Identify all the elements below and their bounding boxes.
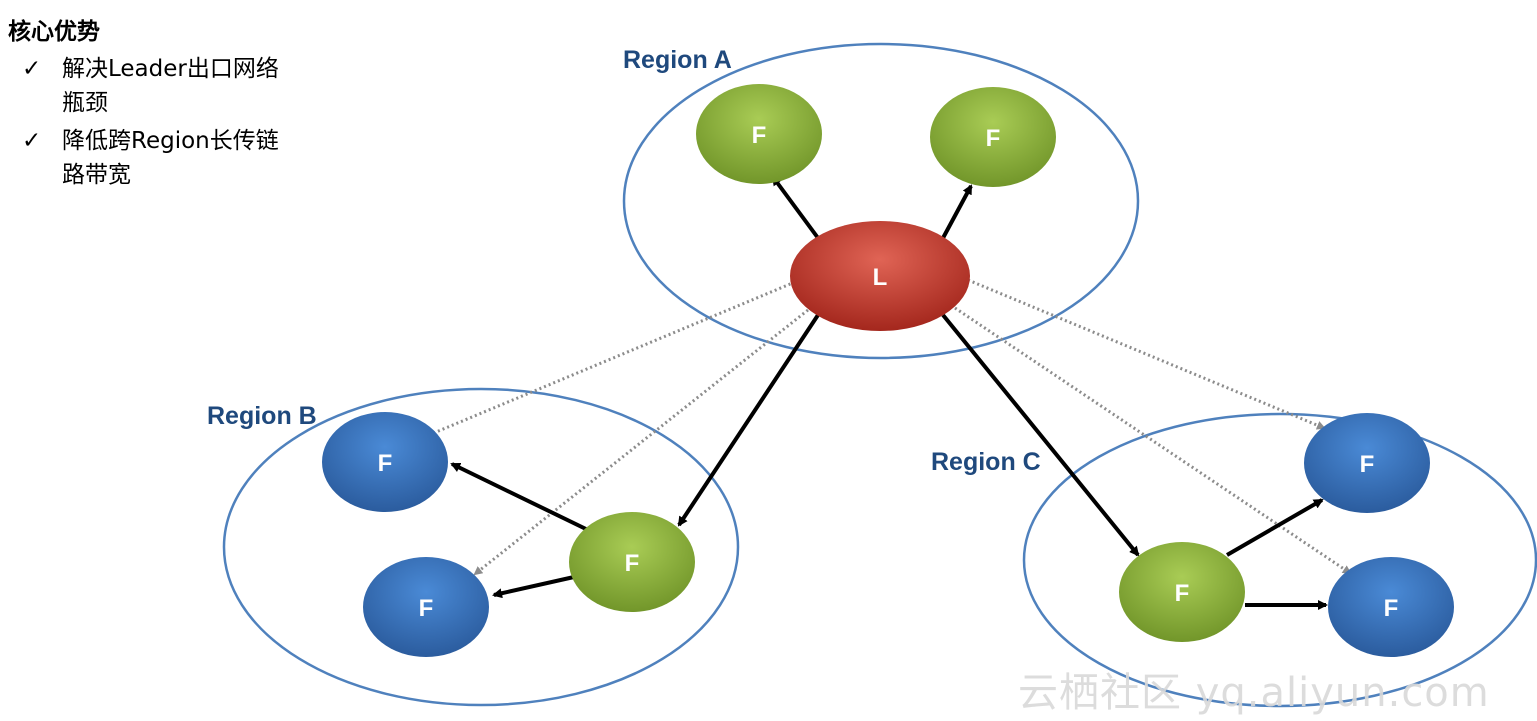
advantages-heading: 核心优势 — [8, 19, 100, 45]
node-label: F — [419, 595, 434, 622]
relay-node-b: F — [569, 512, 695, 612]
dotted-arrow-leader-to-c-bottom — [954, 306, 1352, 575]
dotted-arrow-leader-to-c-top — [967, 278, 1326, 430]
region-c-label: Region C — [931, 448, 1041, 476]
arrow-leader-to-a-right — [941, 184, 973, 239]
dotted-arrow-leader-to-b-top — [415, 280, 796, 442]
node-label: F — [378, 450, 393, 477]
arrow-b-relay-to-b-bottom — [492, 575, 575, 599]
region-a-boundary — [622, 42, 1140, 360]
arrow-c-relay-to-c-top — [1225, 498, 1324, 557]
region-b-boundary — [222, 387, 740, 707]
dotted-arrow-leader-to-b-bottom — [473, 308, 809, 576]
node-label: F — [1175, 580, 1190, 607]
region-b-label: Region B — [207, 402, 317, 430]
advantage-text-2-line-2: 路带宽 — [62, 162, 131, 188]
node-label: F — [1384, 595, 1399, 622]
arrow-b-relay-to-b-top — [450, 462, 589, 532]
advantage-text-1: 解决Leader出口网络 瓶颈 — [62, 52, 342, 120]
advantage-text-1-line-1: 解决Leader出口网络 — [62, 56, 279, 82]
arrow-leader-to-b-relay — [677, 313, 820, 527]
follower-node-b-bottom: F — [363, 557, 489, 657]
follower-node-c-top: F — [1304, 413, 1430, 513]
follower-node-c-bottom: F — [1328, 557, 1454, 657]
advantage-text-1-line-2: 瓶颈 — [62, 90, 108, 116]
check-icon: ✓ — [22, 128, 42, 154]
node-label: F — [1360, 451, 1375, 478]
arrow-leader-to-c-relay — [941, 313, 1140, 557]
node-label: F — [625, 550, 640, 577]
node-label: F — [986, 125, 1001, 152]
advantage-text-2: 降低跨Region长传链 路带宽 — [62, 124, 342, 192]
node-label: L — [873, 264, 888, 291]
follower-node-a-left: F — [696, 84, 822, 184]
follower-node-b-top: F — [322, 412, 448, 512]
node-label: F — [752, 122, 767, 149]
check-icon: ✓ — [22, 56, 42, 82]
relay-node-c: F — [1119, 542, 1245, 642]
follower-node-a-right: F — [930, 87, 1056, 187]
region-a-label: Region A — [623, 46, 732, 74]
watermark: 云栖社区 yq.aliyun.com — [1018, 670, 1490, 716]
region-c-boundary — [1022, 412, 1537, 708]
arrow-leader-to-a-left — [771, 175, 820, 240]
leader-node: L — [790, 221, 970, 331]
advantage-text-2-line-1: 降低跨Region长传链 — [62, 128, 279, 154]
